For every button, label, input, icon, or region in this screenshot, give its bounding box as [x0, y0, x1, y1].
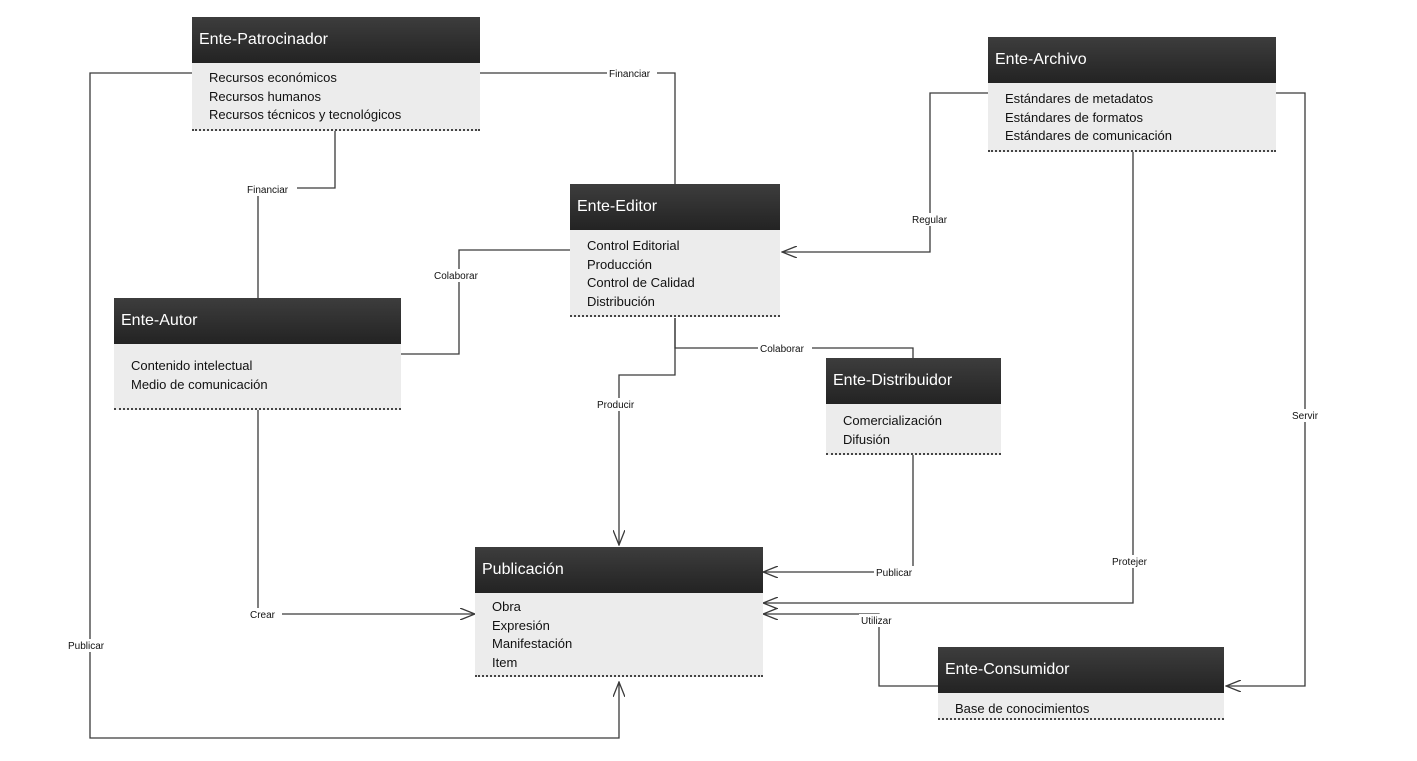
entity-editor: Ente-Editor Control Editorial Producción…: [570, 184, 780, 317]
attribute-item: Control de Calidad: [587, 275, 695, 290]
entity-autor: Ente-Autor Contenido intelectual Medio d…: [114, 298, 401, 410]
entity-attributes: Estándares de metadatos Estándares de fo…: [988, 83, 1276, 152]
attribute-item: Recursos económicos: [209, 70, 337, 85]
attribute-item: Medio de comunicación: [131, 376, 268, 392]
attribute-item: Recursos técnicos y tecnológicos: [209, 107, 402, 122]
entity-title: Ente-Consumidor: [938, 647, 1224, 693]
entity-title: Ente-Editor: [570, 184, 780, 230]
entity-attributes: Base de conocimientos: [938, 693, 1224, 720]
entity-attributes: Obra Expresión Manifestación Item: [475, 593, 763, 677]
attribute-item: Estándares de metadatos: [1005, 91, 1154, 106]
entity-publicacion: Publicación Obra Expresión Manifestación…: [475, 547, 763, 677]
connector-servir: [1226, 92, 1306, 686]
connector-utilizar: [763, 614, 938, 687]
label-protejer: Protejer: [1112, 557, 1148, 568]
connector-publicar-distribuidor: [763, 455, 914, 572]
attribute-item: Contenido intelectual: [131, 358, 253, 373]
attribute-item: Expresión: [492, 617, 550, 633]
label-regular: Regular: [912, 215, 948, 226]
entity-attributes: Contenido intelectual Medio de comunicac…: [114, 344, 401, 410]
entity-consumidor: Ente-Consumidor Base de conocimientos: [938, 647, 1224, 720]
entity-attributes: Comercialización Difusión: [826, 404, 1001, 455]
connector-producir: [619, 318, 676, 545]
attribute-item: Base de conocimientos: [955, 701, 1090, 716]
entity-title: Ente-Distribuidor: [826, 358, 1001, 404]
attribute-item: Comercialización: [843, 413, 942, 428]
attribute-item: Producción: [587, 256, 653, 272]
entity-title: Publicación: [475, 547, 763, 593]
entity-patrocinador: Ente-Patrocinador Recursos económicos Re…: [192, 17, 480, 131]
attribute-item: Distribución: [587, 293, 655, 309]
attribute-item: Estándares de formatos: [1005, 109, 1144, 125]
label-publicar-distribuidor: Publicar: [876, 568, 913, 579]
entity-attributes: Recursos económicos Recursos humanos Rec…: [192, 63, 480, 131]
attribute-item: Item: [492, 654, 518, 670]
entity-title: Ente-Patrocinador: [192, 17, 480, 63]
connector-colaborar-autor: [401, 249, 570, 355]
entity-title: Ente-Autor: [114, 298, 401, 344]
label-financiar-autor: Financiar: [247, 185, 289, 196]
attribute-item: Estándares de comunicación: [1005, 128, 1172, 143]
label-publicar-patrocinador: Publicar: [68, 641, 105, 652]
entity-title: Ente-Archivo: [988, 37, 1276, 83]
attribute-item: Obra: [492, 599, 521, 614]
label-servir: Servir: [1292, 411, 1319, 422]
label-crear: Crear: [250, 610, 276, 621]
label-colaborar-distribuidor: Colaborar: [760, 344, 805, 355]
attribute-item: Difusión: [843, 431, 890, 447]
attribute-item: Manifestación: [492, 636, 573, 651]
connector-publicar-patrocinador: [89, 72, 619, 739]
entity-distribuidor: Ente-Distribuidor Comercialización Difus…: [826, 358, 1001, 455]
connector-regular: [782, 92, 988, 252]
label-producir: Producir: [597, 400, 635, 411]
connector-crear: [257, 410, 475, 614]
label-utilizar: Utilizar: [861, 616, 892, 627]
attribute-item: Control Editorial: [587, 238, 680, 253]
connector-financiar-autor: [257, 131, 336, 298]
entity-archivo: Ente-Archivo Estándares de metadatos Est…: [988, 37, 1276, 152]
attribute-item: Recursos humanos: [209, 88, 321, 104]
connector-protejer: [763, 150, 1134, 603]
label-colaborar-autor: Colaborar: [434, 271, 479, 282]
entity-attributes: Control Editorial Producción Control de …: [570, 230, 780, 317]
label-financiar-editor: Financiar: [609, 69, 651, 80]
connector-financiar-editor: [480, 72, 676, 184]
